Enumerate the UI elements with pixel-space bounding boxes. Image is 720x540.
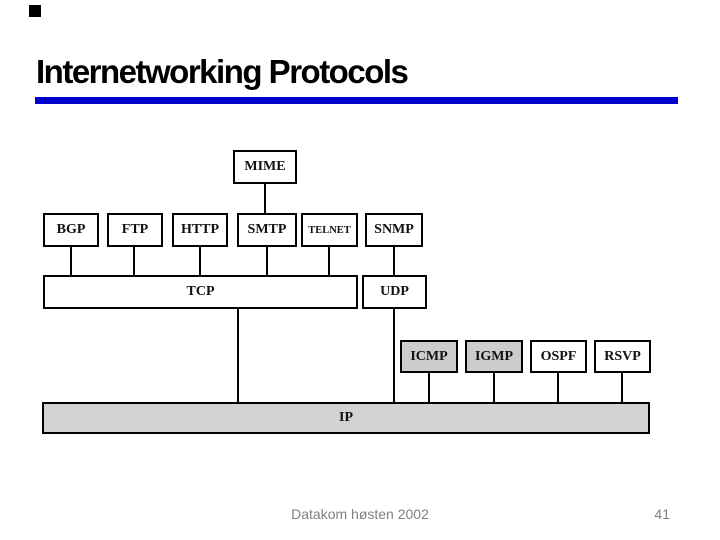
protocol-label: IGMP: [474, 348, 514, 364]
protocol-label: SNMP: [374, 222, 414, 237]
connector-icmp-ip: [428, 373, 430, 402]
connector-tcp-ip: [237, 309, 239, 402]
title-underline-rule: [35, 97, 678, 104]
protocol-box-igmp: IGMP: [465, 340, 523, 373]
connector-udp-ip: [393, 309, 395, 402]
connector-igmp-ip: [493, 373, 495, 402]
protocol-label: HTTP: [180, 222, 220, 237]
protocol-label: ICMP: [410, 348, 448, 364]
connector-mime-smtp: [264, 184, 266, 213]
footer-text: Datakom høsten 2002: [291, 506, 429, 522]
connector-http-tcp: [199, 247, 201, 275]
connector-bgp-tcp: [70, 247, 72, 275]
page-title: Internetworking Protocols: [36, 53, 409, 90]
protocol-label: UDP: [380, 284, 409, 299]
protocol-box-ospf: OSPF: [530, 340, 587, 373]
protocol-label: TCP: [186, 284, 215, 299]
slide-corner-mark: [29, 5, 41, 17]
protocol-label: RSVP: [604, 348, 641, 364]
protocol-box-icmp: ICMP: [400, 340, 458, 373]
connector-rsvp-ip: [621, 373, 623, 402]
protocol-box-mime: MIME: [233, 150, 297, 184]
page-number: 41: [654, 506, 670, 522]
protocol-box-ip: IP: [42, 402, 650, 434]
protocol-box-udp: UDP: [362, 275, 427, 309]
protocol-label: IP: [339, 410, 353, 425]
protocol-label: BGP: [56, 222, 86, 237]
protocol-box-http: HTTP: [172, 213, 228, 247]
connector-smtp-tcp: [266, 247, 268, 275]
protocol-box-smtp: SMTP: [237, 213, 297, 247]
protocol-box-bgp: BGP: [43, 213, 99, 247]
protocol-box-tcp: TCP: [43, 275, 358, 309]
connector-telnet-tcp: [328, 247, 330, 275]
connector-ftp-tcp: [133, 247, 135, 275]
protocol-box-rsvp: RSVP: [594, 340, 651, 373]
protocol-box-ftp: FTP: [107, 213, 163, 247]
connector-snmp-udp: [393, 247, 395, 275]
protocol-label: TELNET: [308, 224, 351, 236]
protocol-box-snmp: SNMP: [365, 213, 423, 247]
protocol-label: OSPF: [540, 348, 577, 364]
protocol-label: SMTP: [247, 222, 287, 237]
connector-ospf-ip: [557, 373, 559, 402]
protocol-label: FTP: [121, 222, 149, 237]
protocol-box-telnet: TELNET: [301, 213, 358, 247]
protocol-label: MIME: [244, 159, 286, 174]
